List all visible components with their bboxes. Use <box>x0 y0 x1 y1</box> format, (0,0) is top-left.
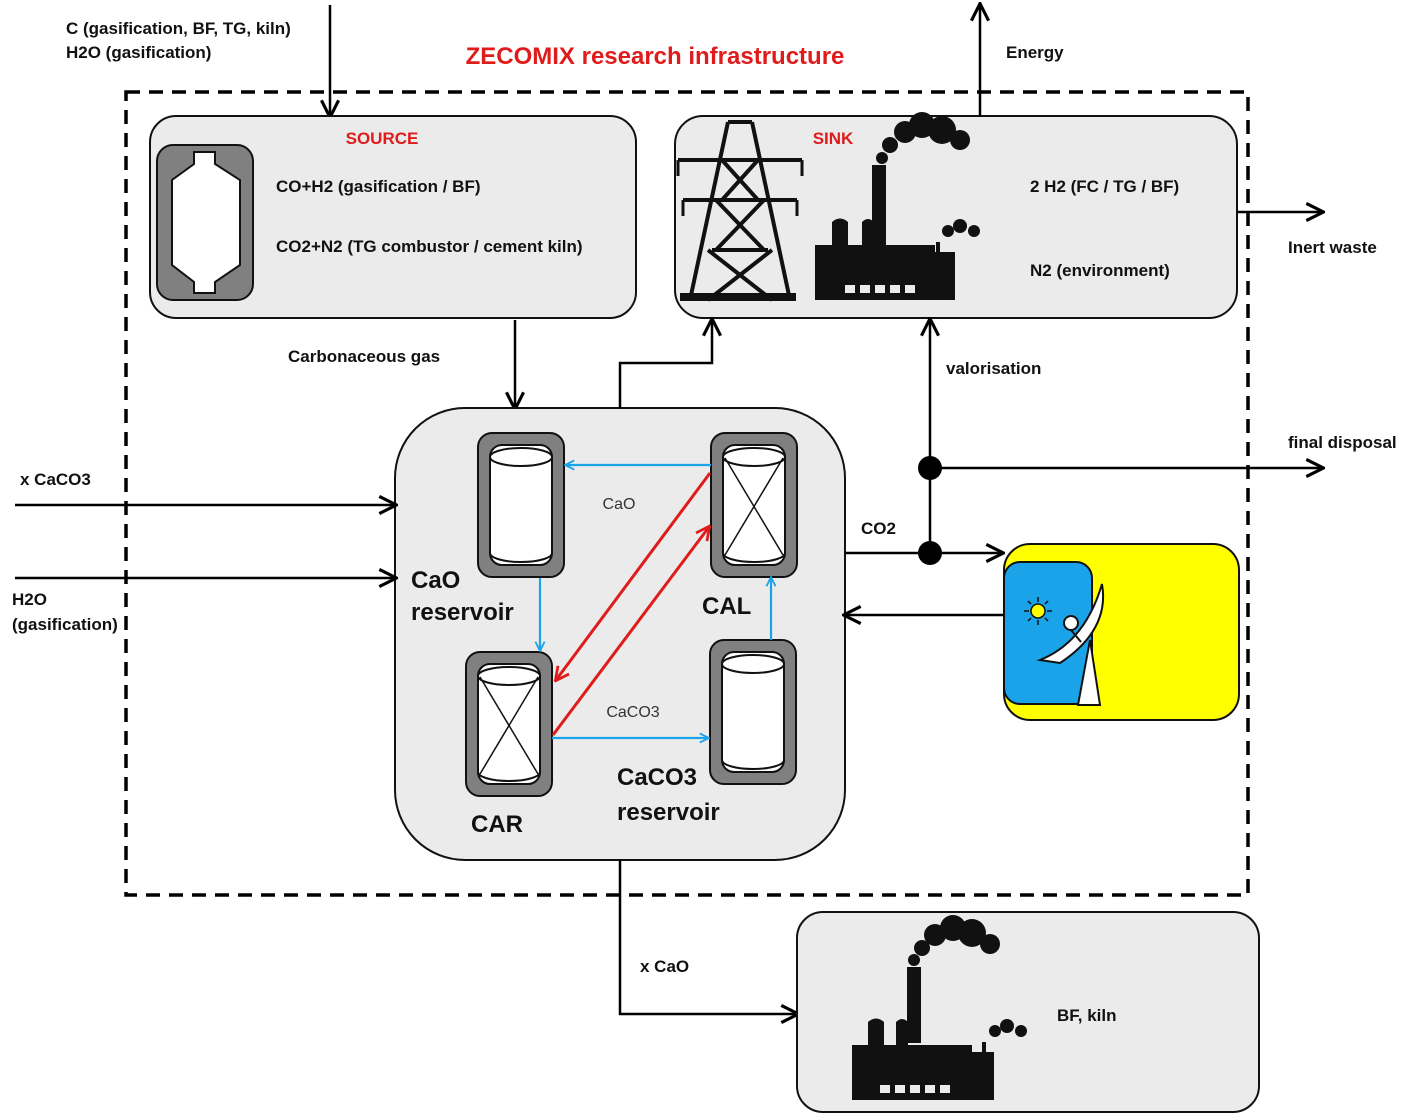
energy-label: Energy <box>1006 43 1064 62</box>
solar-box <box>1003 543 1240 721</box>
final-disposal-label: final disposal <box>1288 433 1397 452</box>
cao-reservoir-label-line2: reservoir <box>411 599 514 626</box>
sun-icon <box>1024 597 1052 625</box>
research-infrastructure-boundary <box>124 90 1250 897</box>
pylon-icon <box>676 120 804 302</box>
caco3-reservoir-vessel <box>709 639 797 785</box>
x-cao-label: x CaO <box>640 957 689 976</box>
source-line2: CO2+N2 (TG combustor / cement kiln) <box>276 237 583 256</box>
sink-line1: 2 H2 (FC / TG / BF) <box>1030 177 1179 196</box>
inert-waste-label: Inert waste <box>1288 238 1377 257</box>
cao-reservoir-label-line1: CaO <box>411 567 460 594</box>
flow-caco3-label: CaCO3 <box>606 704 659 721</box>
sink-box: SINK 2 H2 (FC / TG / BF) <box>674 112 1238 319</box>
cal-vessel <box>710 432 798 578</box>
cal-label: CAL <box>702 593 751 620</box>
co2-junction-upper <box>918 456 942 480</box>
co2-junction-lower <box>918 541 942 565</box>
cal-to-car-red-arrow <box>556 472 712 680</box>
input-top-line1: C (gasification, BF, TG, kiln) <box>66 19 291 38</box>
factory-icon <box>852 915 1027 1100</box>
caco3-input-label: x CaCO3 <box>20 470 91 489</box>
factory-icon <box>815 112 980 300</box>
h2o-input-line1: H2O <box>12 590 47 609</box>
car-label: CAR <box>471 811 523 838</box>
core-to-sink-arrow <box>618 320 712 408</box>
caco3-reservoir-label-line1: CaCO3 <box>617 764 697 791</box>
carbonaceous-gas-label: Carbonaceous gas <box>288 347 440 366</box>
h2o-input-line2: (gasification) <box>12 615 118 634</box>
sink-label: SINK <box>813 129 854 148</box>
reactor-icon <box>156 144 254 301</box>
input-top-line2: H2O (gasification) <box>66 43 211 62</box>
flow-cao-label: CaO <box>603 496 636 513</box>
car-to-cal-red-arrow <box>551 527 709 736</box>
source-line1: CO+H2 (gasification / BF) <box>276 177 481 196</box>
cao-reservoir-vessel <box>477 432 565 578</box>
diagram-title: ZECOMIX research infrastructure <box>466 43 845 70</box>
source-box: SOURCE CO+H2 (gasification / BF) CO2+N2 … <box>149 115 637 319</box>
caco3-reservoir-label-line2: reservoir <box>617 799 720 826</box>
bf-kiln-label: BF, kiln <box>1057 1006 1117 1025</box>
co2-label: CO2 <box>861 519 896 538</box>
car-vessel <box>465 651 553 797</box>
solar-dish-icon <box>1036 583 1104 706</box>
sink-line2: N2 (environment) <box>1030 261 1170 280</box>
source-label: SOURCE <box>346 129 419 148</box>
x-cao-arrow <box>618 860 797 1014</box>
bf-kiln-box: BF, kiln <box>796 911 1260 1113</box>
valorisation-label: valorisation <box>946 359 1041 378</box>
